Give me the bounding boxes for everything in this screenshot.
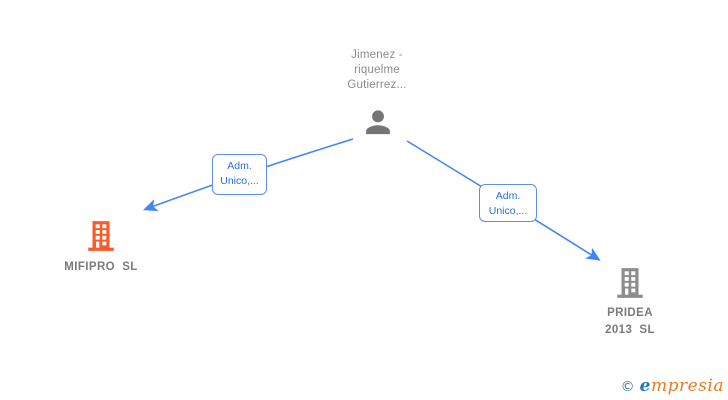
person-name-line: Gutierrez...: [347, 79, 407, 91]
wordmark-rest: mpresia: [651, 376, 724, 396]
building-icon-mifipro[interactable]: [84, 219, 118, 253]
wordmark-initial: e: [639, 376, 651, 396]
person-name[interactable]: Jimenez - riquelme Gutierrez...: [307, 48, 447, 93]
company-name-line: PRIDEA: [607, 307, 653, 319]
person-name-line: riquelme: [354, 64, 400, 76]
company-label-mifipro[interactable]: MIFIPRO SL: [31, 259, 171, 276]
company-name-line: 2013 SL: [605, 324, 655, 336]
empresia-wordmark: empresia: [640, 376, 724, 396]
relation-label-pridea[interactable]: Adm. Unico,...: [479, 184, 537, 222]
company-label-pridea[interactable]: PRIDEA 2013 SL: [560, 305, 700, 339]
relation-label-line: Adm.: [495, 190, 521, 202]
person-icon[interactable]: [361, 105, 395, 139]
empresia-logo[interactable]: © empresia: [621, 376, 724, 396]
company-name-line: MIFIPRO SL: [64, 261, 138, 273]
relation-label-line: Unico,...: [488, 205, 528, 217]
relation-label-line: Adm.: [227, 160, 252, 172]
copyright-icon: ©: [620, 379, 635, 395]
person-name-line: Jimenez -: [351, 49, 403, 61]
building-icon-pridea[interactable]: [613, 266, 647, 300]
relation-label-line: Unico,...: [220, 175, 259, 187]
relation-label-mifipro[interactable]: Adm. Unico,...: [212, 154, 267, 195]
